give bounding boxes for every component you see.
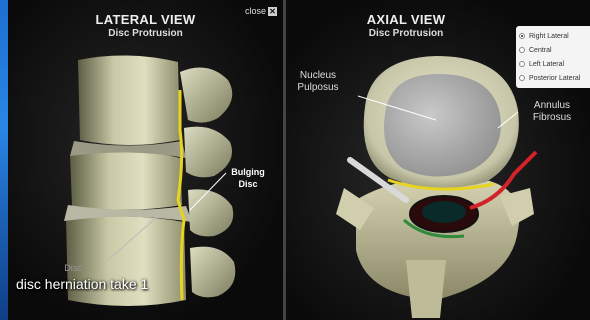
- lateral-spine-illustration: [8, 0, 283, 320]
- lateral-view-subtitle: Disc Protrusion: [8, 28, 283, 39]
- spinous-process: [406, 260, 446, 318]
- option-label: Central: [529, 47, 552, 54]
- lateral-view-panel: LATERAL VIEW Disc Protrusion close ✕ Bul…: [8, 0, 283, 320]
- nucleus-label-line2: Pulposus: [288, 82, 348, 94]
- axial-view-subtitle: Disc Protrusion: [286, 28, 526, 39]
- annulus-label-line1: Annulus: [522, 100, 582, 112]
- option-central[interactable]: Central: [519, 43, 590, 57]
- radio-left-lateral[interactable]: [519, 61, 525, 67]
- spinal-cord: [422, 201, 466, 223]
- radio-posterior-lateral[interactable]: [519, 75, 525, 81]
- option-right-lateral[interactable]: Right Lateral: [519, 29, 590, 43]
- radio-central[interactable]: [519, 47, 525, 53]
- nucleus-pulposus: [384, 74, 501, 177]
- left-edge-strip: [0, 0, 8, 320]
- video-caption: disc herniation take 1: [16, 276, 148, 292]
- facet-middle: [184, 127, 232, 178]
- facet-upper: [180, 68, 232, 123]
- bulging-label-line1: Bulging: [228, 166, 268, 178]
- close-label: close: [245, 6, 266, 16]
- bulging-label-line2: Disc: [228, 178, 268, 190]
- view-options-panel: Right Lateral Central Left Lateral Poste…: [516, 26, 590, 88]
- annulus-fibrosus-label: Annulus Fibrosus: [522, 100, 582, 124]
- option-label: Left Lateral: [529, 61, 564, 68]
- option-posterior-lateral[interactable]: Posterior Lateral: [519, 71, 590, 85]
- close-icon: ✕: [268, 7, 277, 16]
- axial-view-panel: AXIAL VIEW Disc Protrusion Nucleus Pulpo…: [286, 0, 590, 320]
- option-label: Posterior Lateral: [529, 75, 580, 82]
- close-button[interactable]: close ✕: [245, 6, 277, 16]
- nucleus-label-line1: Nucleus: [288, 70, 348, 82]
- lateral-view-title: LATERAL VIEW: [8, 12, 283, 27]
- disc-faded-label: Disc: [58, 262, 88, 274]
- annulus-label-line2: Fibrosus: [522, 112, 582, 124]
- facet-lower: [188, 189, 233, 236]
- nucleus-pulposus-label: Nucleus Pulposus: [288, 70, 348, 94]
- axial-view-title: AXIAL VIEW: [286, 12, 526, 27]
- option-left-lateral[interactable]: Left Lateral: [519, 57, 590, 71]
- bulging-disc-label: Bulging Disc: [228, 166, 268, 190]
- radio-right-lateral[interactable]: [519, 33, 525, 39]
- vertebra-upper: [78, 55, 180, 145]
- vertebra-middle: [70, 151, 182, 210]
- facet-bottom: [190, 247, 235, 298]
- option-label: Right Lateral: [529, 33, 569, 40]
